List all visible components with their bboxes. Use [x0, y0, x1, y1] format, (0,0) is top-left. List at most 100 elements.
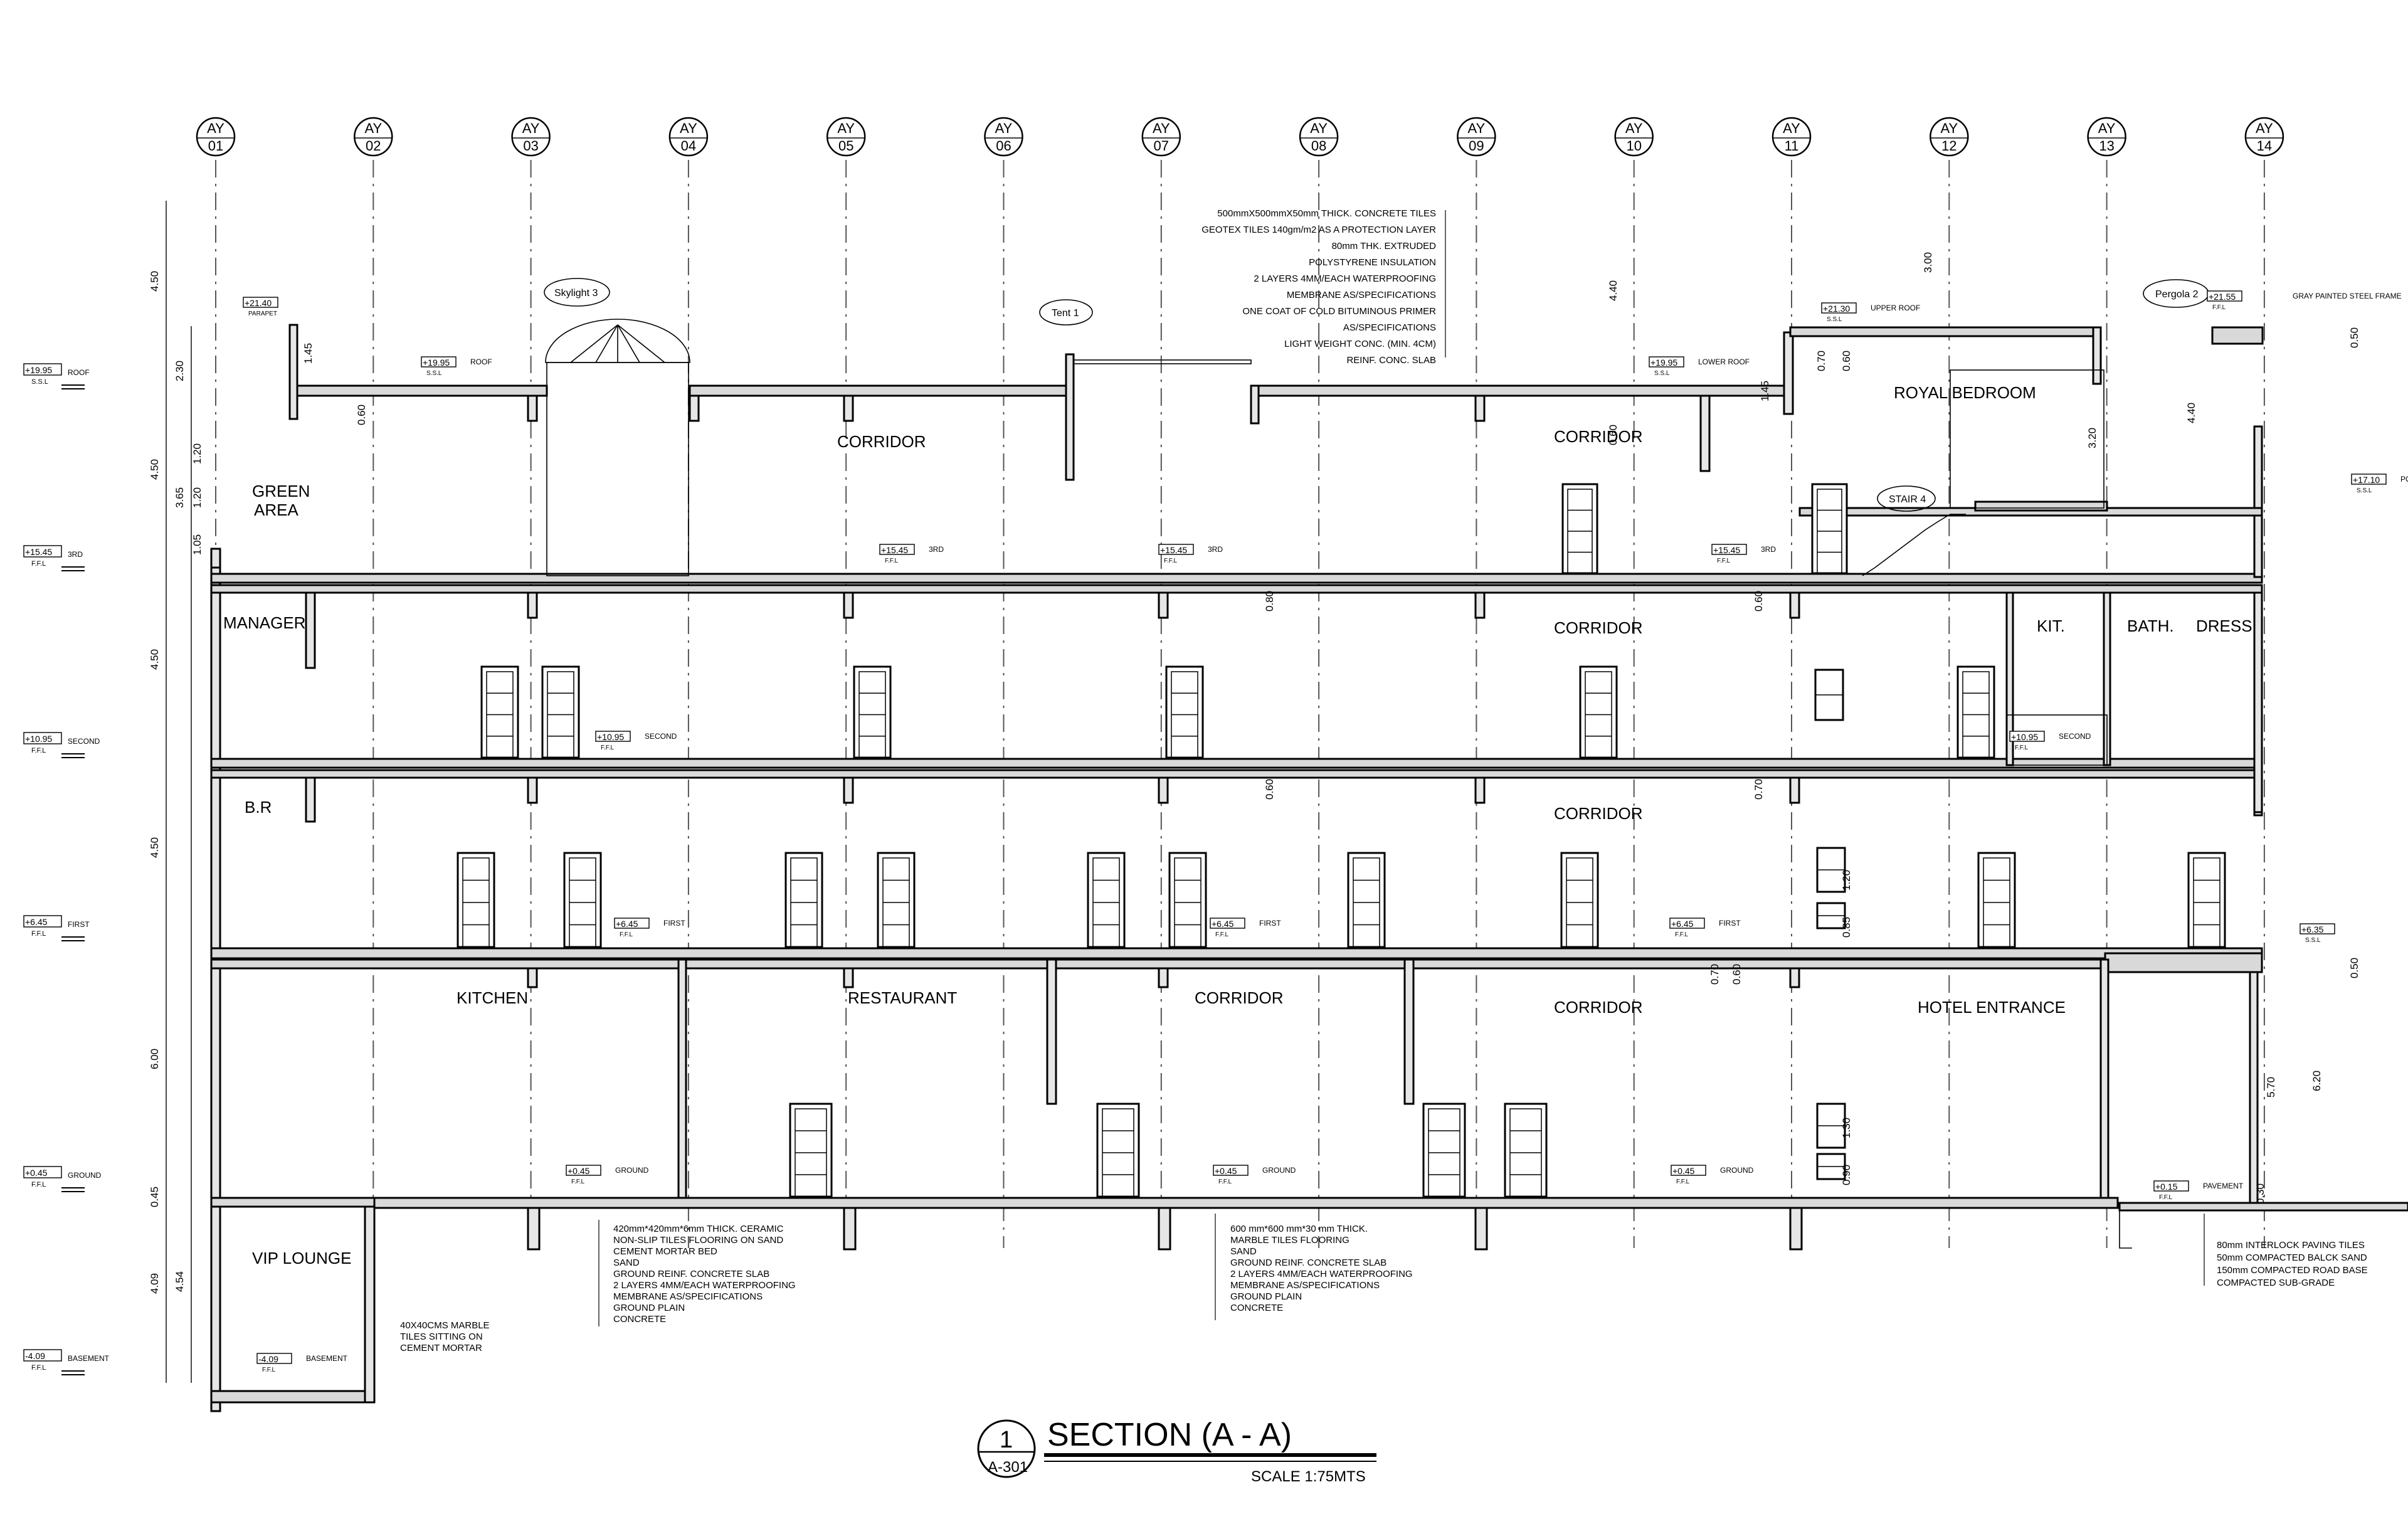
room-vip-lounge: VIP LOUNGE: [252, 1249, 351, 1267]
inline-level-sub: F.F.L: [620, 931, 633, 938]
inline-level-value: +21.30: [1823, 304, 1850, 314]
door: [1977, 852, 2016, 948]
axis-prefix: AY: [1625, 120, 1643, 136]
axis-bubble: [1141, 117, 1181, 157]
door: [1956, 665, 1995, 759]
level-value: +6.45: [25, 917, 48, 927]
dim-roof-slab: 0.60: [356, 405, 367, 425]
dim-inner: 3.65: [174, 487, 186, 508]
inline-level-sub: F.F.L: [2212, 304, 2226, 311]
dim-gr-070: 0.70: [1709, 964, 1721, 985]
dim-upper-roof-h: 3.00: [1922, 252, 1934, 273]
inline-level-sub: PARAPET: [248, 310, 277, 317]
roof-note: LIGHT WEIGHT CONC. (MIN. 4CM): [1284, 339, 1436, 349]
inline-level-name: 3RD: [1761, 545, 1776, 554]
element-tags: Skylight 3 Tent 1 Pergola 2 STAIR 4: [544, 278, 2209, 512]
floor-note-a: CONCRETE: [613, 1314, 666, 1325]
dim-outer: 4.50: [149, 459, 161, 480]
door: [789, 1103, 833, 1198]
level-name: ROOF: [68, 368, 90, 377]
dim-gr-060: 0.60: [1731, 964, 1743, 985]
inline-level-name: GRAY PAINTED STEEL FRAME: [2293, 292, 2402, 300]
dim-green-1: 1.20: [191, 443, 203, 464]
axis-prefix: AY: [2256, 120, 2273, 136]
axis-prefix: AY: [364, 120, 382, 136]
dim-win-130: 1.30: [1840, 1118, 1852, 1138]
axis-bubble: [354, 117, 393, 157]
dim-outer: 4.50: [149, 649, 161, 670]
room-corridor-3rd-b: CORRIDOR: [1554, 427, 1643, 446]
room-br: B.R: [245, 798, 272, 817]
axis-label: 08: [1311, 138, 1326, 154]
axis-label: 05: [838, 138, 853, 154]
level-sub: F.F.L: [31, 930, 46, 938]
floor-note-a: GROUND PLAIN: [613, 1303, 685, 1313]
roof-note: 80mm THK. EXTRUDED: [1332, 241, 1437, 251]
inline-level-value: +15.45: [1160, 545, 1187, 555]
inline-level-name: FIRST: [1259, 919, 1281, 928]
dim-right-050-mid: 0.50: [2348, 958, 2360, 978]
axis-label: 12: [1941, 138, 1956, 154]
dim-right-030: 0.30: [2254, 1183, 2266, 1204]
room-hotel-entrance: HOTEL ENTRANCE: [1918, 998, 2066, 1017]
axis-label: 06: [996, 138, 1011, 154]
tag-stair: STAIR 4: [1889, 494, 1926, 505]
floor-note-a: SAND: [613, 1257, 640, 1268]
door: [1561, 483, 1598, 574]
inline-level-name: GROUND: [1262, 1166, 1296, 1175]
axis-prefix: AY: [1468, 120, 1486, 136]
dim-green-3: 1.05: [191, 534, 203, 555]
door: [1165, 665, 1204, 759]
axis-bubble: [1930, 117, 1969, 157]
dim-win-120: 1.20: [1840, 870, 1852, 891]
axis-bubble: [2244, 117, 2284, 157]
axis-prefix: AY: [995, 120, 1013, 136]
inline-level-value: +21.40: [245, 298, 272, 308]
dim-outer: 4.50: [149, 837, 161, 858]
axis-bubble: [668, 117, 709, 157]
room-restaurant: RESTAURANT: [848, 988, 957, 1007]
dim-beam-060-a: 0.60: [1753, 591, 1765, 611]
inline-level-value: +0.45: [1672, 1166, 1695, 1176]
dim-beam-060-c: 0.60: [1264, 779, 1275, 800]
level-sub: F.F.L: [31, 1181, 46, 1188]
roof-note: 500mmX500mmX50mm THICK. CONCRETE TILES: [1217, 208, 1436, 219]
axis-prefix: AY: [207, 120, 224, 136]
pavement-note: COMPACTED SUB-GRADE: [2217, 1278, 2335, 1288]
axis-label: 10: [1626, 138, 1641, 154]
room-corridor-2nd: CORRIDOR: [1554, 618, 1643, 637]
basement-note: TILES SITTING ON: [400, 1331, 483, 1342]
axis-label: 01: [208, 138, 223, 154]
room-corridor-gr-a: CORRIDOR: [1195, 988, 1284, 1007]
axis-prefix: AY: [680, 120, 697, 136]
inline-level-sub: F.F.L: [1717, 558, 1731, 564]
dim-outer: 4.09: [149, 1273, 161, 1294]
dim-royal-320: 3.20: [2086, 428, 2098, 448]
axis-bubble: [826, 117, 866, 157]
axis-prefix: AY: [837, 120, 855, 136]
room-kit: KIT.: [2037, 616, 2065, 635]
dim-win-090: 0.90: [1840, 1165, 1852, 1185]
inline-level-name: 3RD: [1208, 545, 1223, 554]
inline-level-sub: F.F.L: [571, 1178, 585, 1185]
level-value: +0.45: [25, 1168, 48, 1178]
door: [1560, 852, 1599, 948]
floor-note-b: GROUND REINF. CONCRETE SLAB: [1230, 1257, 1386, 1268]
axis-bubble: [1299, 117, 1339, 157]
door: [853, 665, 892, 759]
axis-prefix: AY: [1783, 120, 1800, 136]
pavement-note: 50mm COMPACTED BALCK SAND: [2217, 1252, 2367, 1263]
level-name: GROUND: [68, 1171, 102, 1180]
door: [541, 665, 580, 759]
room-corridor-1st: CORRIDOR: [1554, 804, 1643, 823]
level-value: +10.95: [25, 734, 52, 744]
dim-outer: 4.50: [149, 271, 161, 292]
inline-level-sub: S.S.L: [426, 370, 442, 377]
inline-level-value: +6.45: [1212, 919, 1234, 929]
door: [1579, 665, 1618, 759]
inline-level-name: 3RD: [929, 545, 944, 554]
tag-pergola: Pergola 2: [2155, 289, 2199, 300]
basement-note: CEMENT MORTAR: [400, 1343, 482, 1353]
inline-level-value: +15.45: [1713, 545, 1740, 555]
inline-level-value: +6.35: [2301, 924, 2324, 934]
